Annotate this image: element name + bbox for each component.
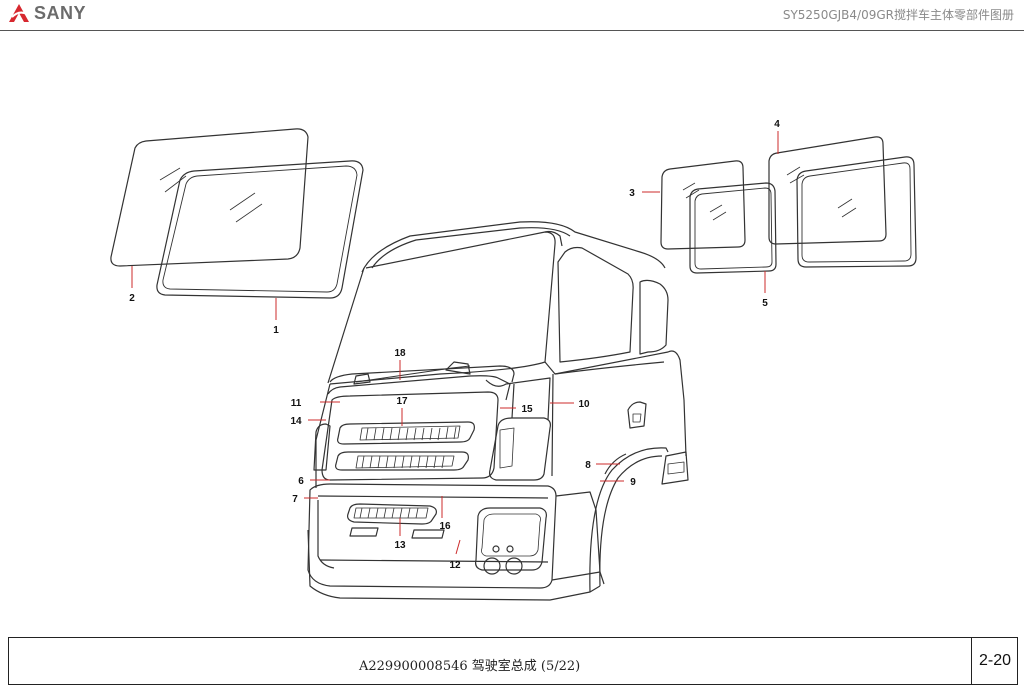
callout-18: 18: [394, 348, 406, 359]
brand-logo: SANY: [8, 2, 86, 24]
cab-assembly-drawing: 1 2 3 4 5 6 7 8 9 10 11 12 13 14 15 16 1…: [110, 119, 917, 601]
grille-mesh: [353, 425, 461, 519]
leader-lines: [131, 131, 779, 555]
windshield-glass: [110, 128, 309, 267]
windshield-seal: [156, 160, 364, 299]
callout-11: 11: [291, 398, 302, 409]
callout-10: 10: [578, 399, 590, 410]
callout-numbers: 1 2 3 4 5 6 7 8 9 10 11 12 13 14 15 16 1…: [129, 119, 780, 571]
document-title: SY5250GJB4/09GR搅拌车主体零部件图册: [782, 8, 1014, 22]
page-header: SANY SY5250GJB4/09GR搅拌车主体零部件图册: [0, 0, 1024, 30]
callout-17: 17: [396, 396, 408, 407]
callout-16: 16: [439, 521, 451, 532]
callout-13: 13: [394, 540, 406, 551]
cab-body: [307, 221, 689, 601]
rear-right-seal: [796, 156, 917, 268]
callout-1: 1: [273, 325, 279, 336]
callout-5: 5: [762, 298, 768, 309]
callout-14: 14: [290, 416, 302, 427]
callout-6: 6: [298, 476, 304, 487]
rear-left-glass: [660, 160, 746, 250]
header-divider: [0, 30, 1024, 31]
page-number: 2-20: [979, 652, 1012, 669]
brand-name: SANY: [34, 2, 87, 23]
sany-logo-icon: [9, 4, 29, 22]
callout-3: 3: [629, 188, 635, 199]
title-block: A229900008546 驾驶室总成 (5/22) 2-20: [8, 637, 1018, 685]
callout-12: 12: [449, 560, 461, 571]
rear-right-glass: [768, 136, 887, 245]
callout-9: 9: [630, 477, 636, 488]
callout-4: 4: [774, 119, 780, 130]
leader-12: [455, 539, 461, 555]
rear-left-seal: [689, 182, 777, 274]
assembly-title: A229900008546 驾驶室总成 (5/22): [359, 659, 581, 674]
callout-15: 15: [521, 404, 533, 415]
callout-7: 7: [292, 494, 298, 505]
callout-8: 8: [585, 460, 591, 471]
title-block-divider: [971, 638, 972, 684]
callout-2: 2: [129, 293, 135, 304]
